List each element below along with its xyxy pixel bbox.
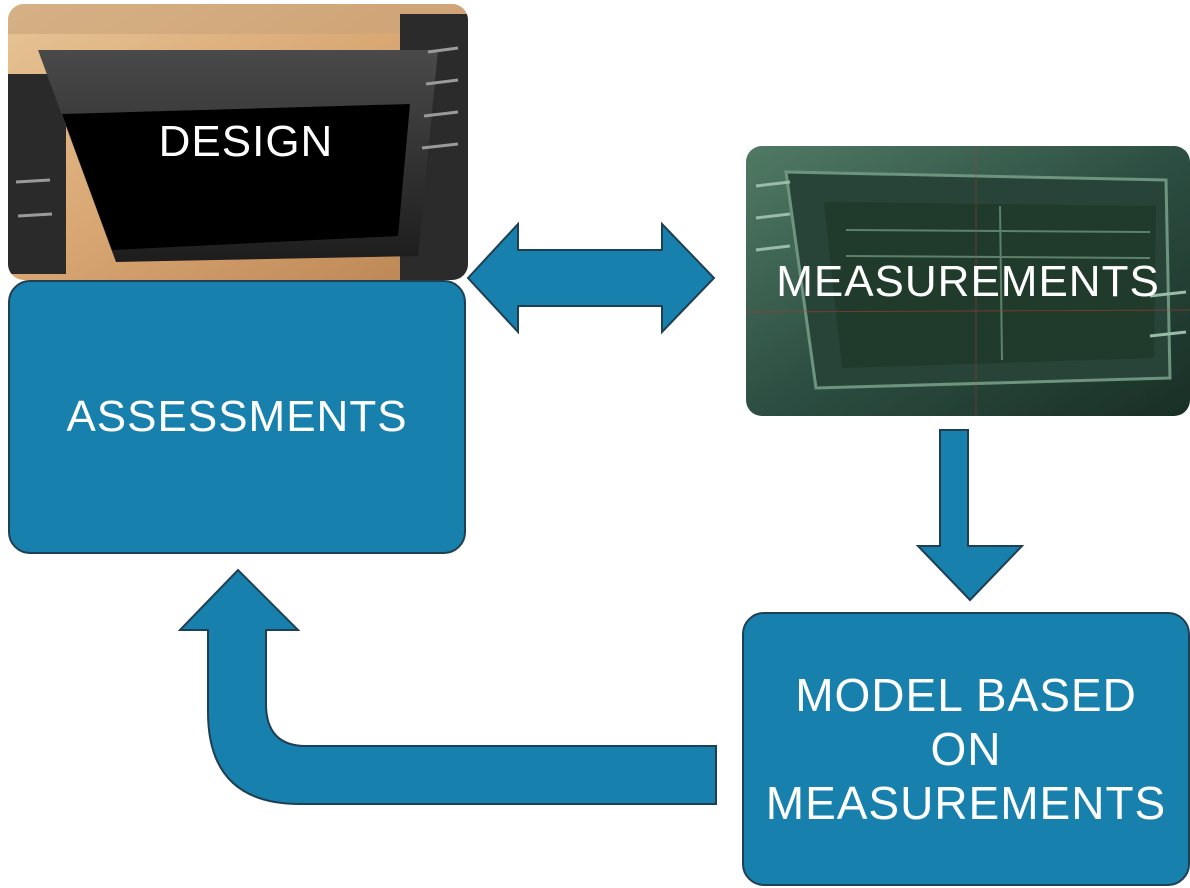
design-label: DESIGN: [159, 117, 334, 166]
measurements-label: MEASUREMENTS: [776, 257, 1160, 306]
model-label-line-1: MODEL BASED: [795, 668, 1137, 721]
design-image: DESIGN: [8, 4, 468, 280]
double-arrow: [466, 221, 716, 335]
model-label: MODEL BASED ON MEASUREMENTS: [766, 668, 1166, 831]
assessments-box: ASSESSMENTS: [8, 280, 466, 554]
down-arrow: [915, 429, 1025, 602]
curved-up-arrow: [177, 568, 717, 805]
model-label-line-3: MEASUREMENTS: [765, 777, 1167, 830]
measurements-image: MEASUREMENTS: [746, 146, 1190, 416]
assessments-label: ASSESSMENTS: [66, 391, 408, 441]
model-label-line-2: ON: [930, 722, 1002, 775]
model-box: MODEL BASED ON MEASUREMENTS: [742, 612, 1190, 886]
